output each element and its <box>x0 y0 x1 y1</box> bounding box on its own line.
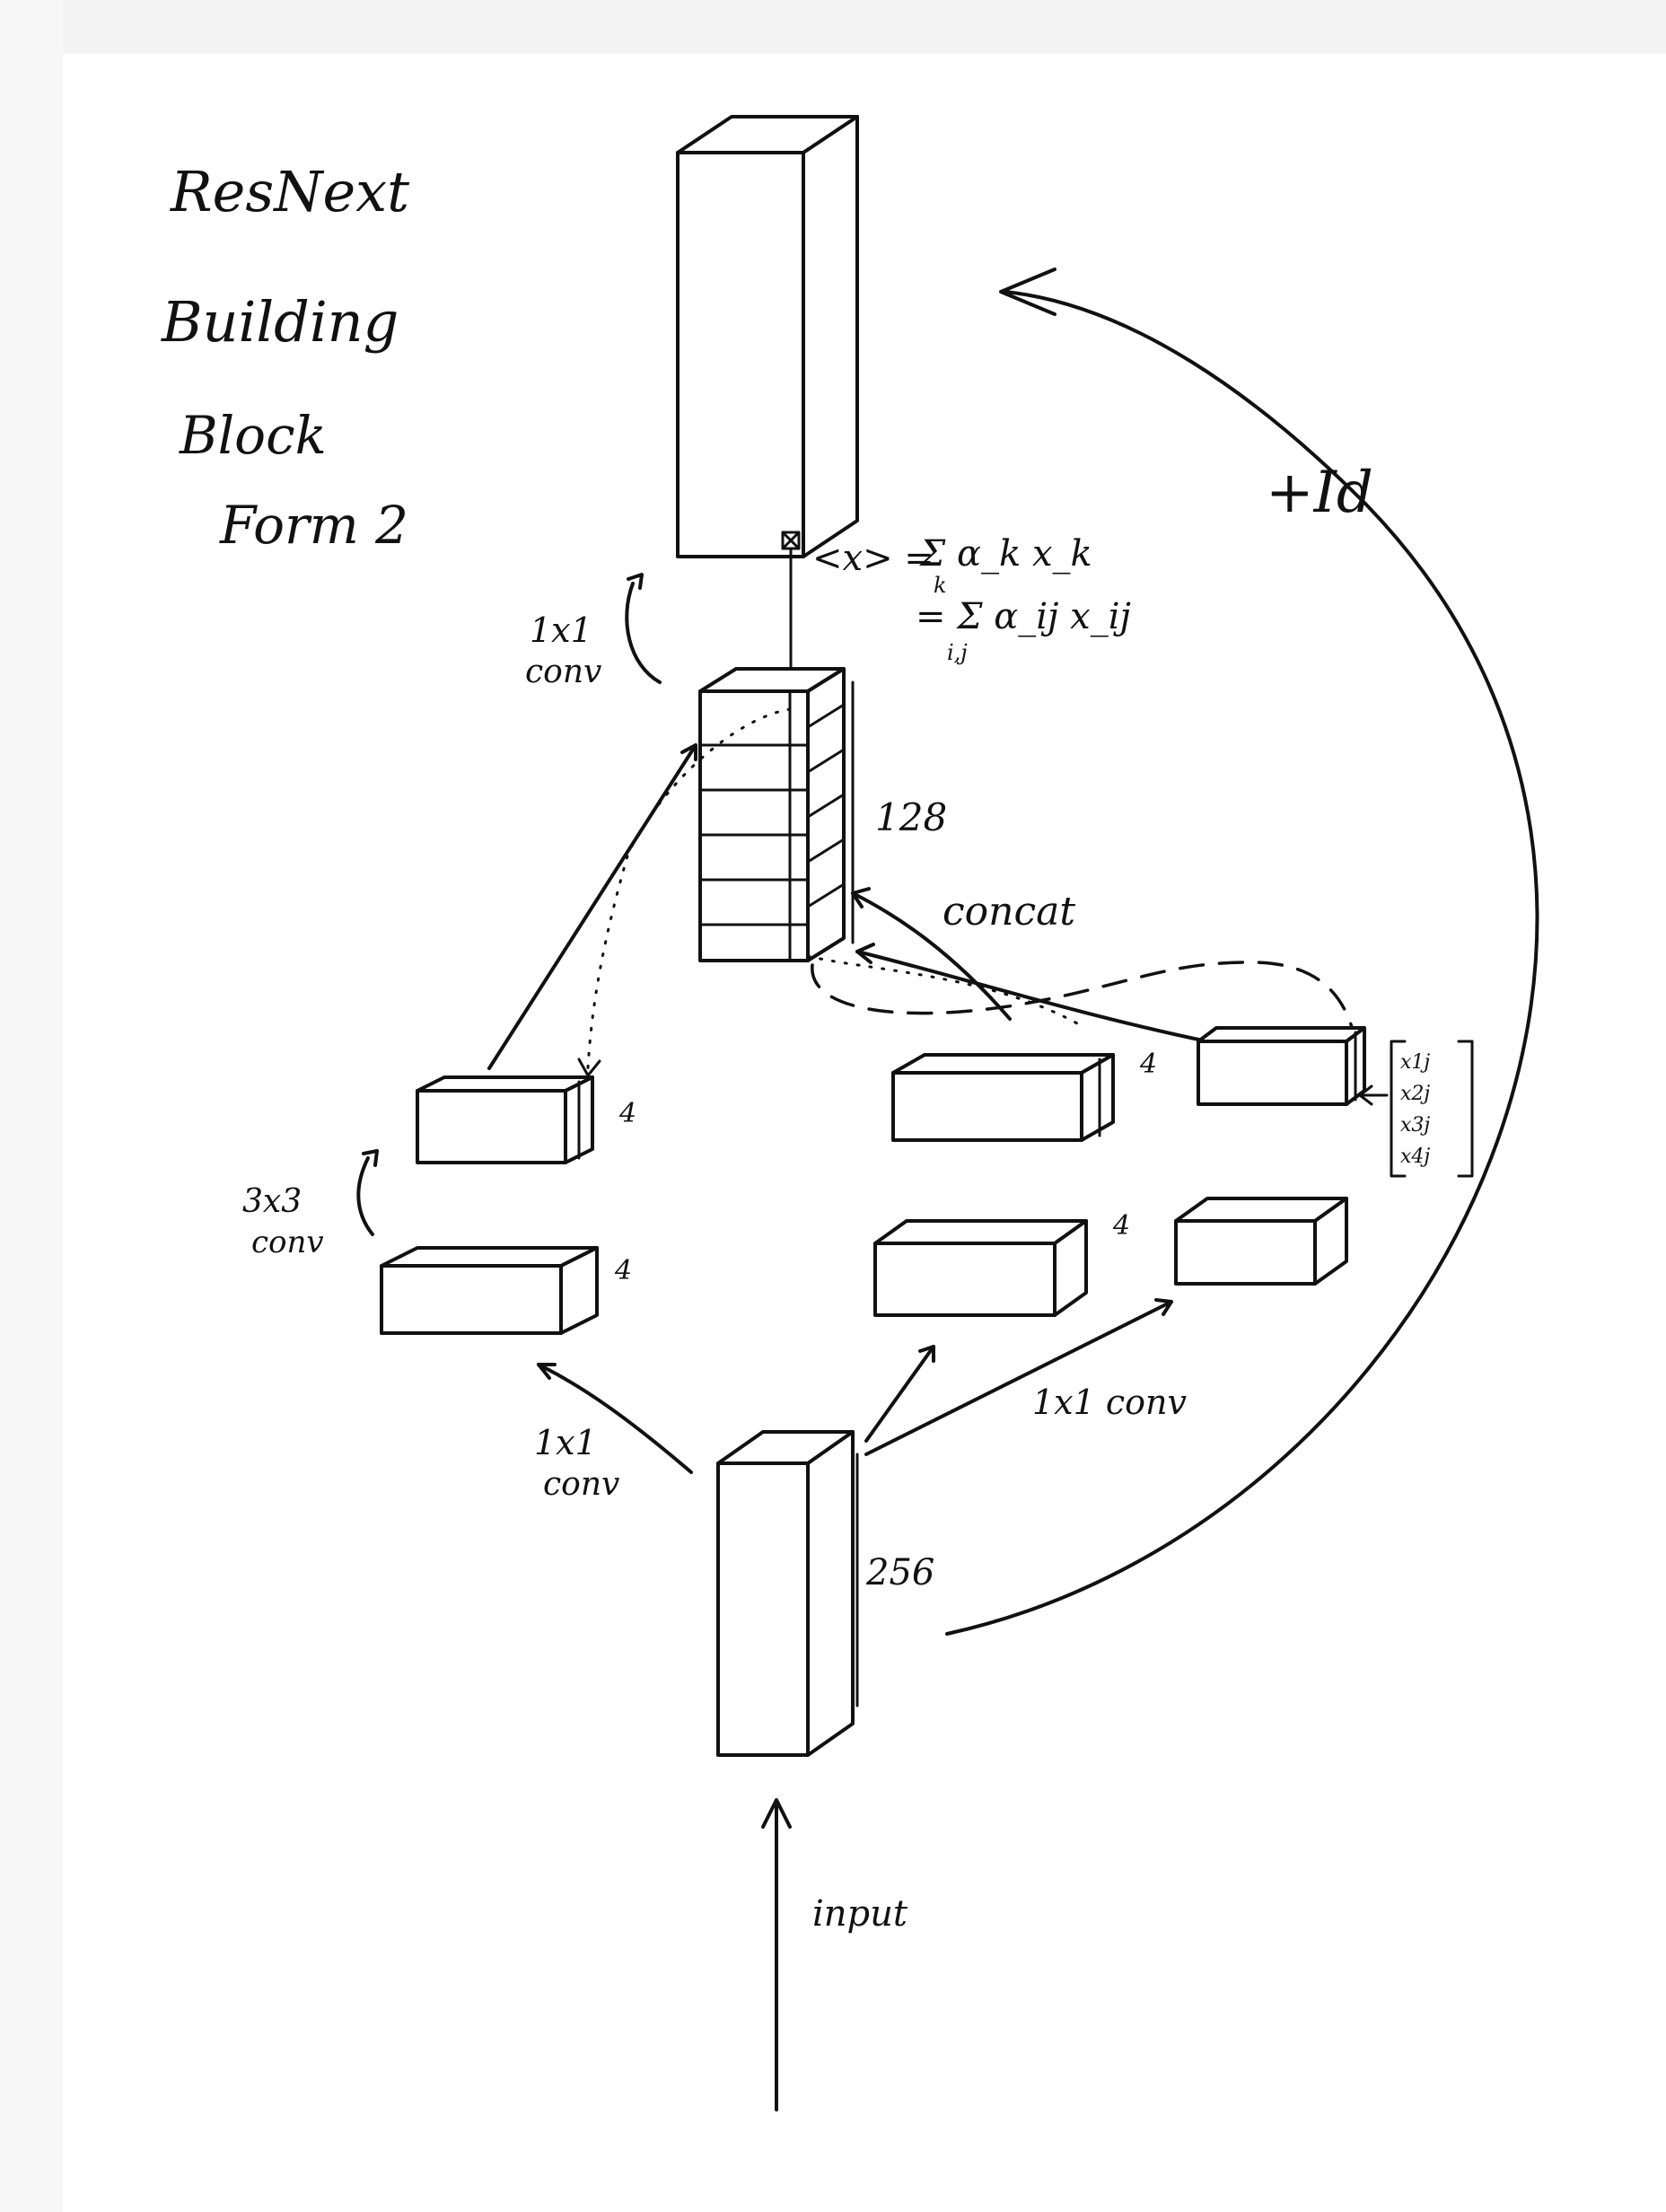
output-block <box>678 117 857 557</box>
group-c-conv3-block <box>1198 1028 1364 1104</box>
concat-label: concat <box>943 889 1075 935</box>
title-line-2: Building <box>161 289 399 355</box>
group-a-conv3-block <box>417 1077 592 1163</box>
concat-block <box>700 669 844 961</box>
group-a-conv1-block <box>381 1248 597 1333</box>
mid-conv-label-1: 3x3 <box>242 1183 302 1220</box>
top-conv-label-2: conv <box>525 654 601 690</box>
title-line-1: ResNext <box>170 159 409 224</box>
mid-conv-label-2: conv <box>251 1224 324 1260</box>
output-block-side <box>803 117 857 557</box>
title-line-3: Block <box>179 405 327 466</box>
vector-entry-2: x2j <box>1400 1083 1430 1105</box>
title-line-4: Form 2 <box>219 495 408 556</box>
identity-label: +Id <box>1266 460 1373 526</box>
mid-conv-arrow <box>358 1158 373 1234</box>
input-width-label: 256 <box>865 1552 934 1593</box>
group-a-conv1-width: 4 <box>614 1255 632 1286</box>
equation-rhs-1: Σ α_k x_k <box>918 533 1092 575</box>
top-conv-label-1: 1x1 <box>530 610 592 650</box>
group-vector: x1j x2j x3j x4j <box>1360 1041 1472 1176</box>
equation-rhs-1-sub: k <box>934 573 947 598</box>
top-conv-arrow <box>627 584 660 682</box>
bottom-right-conv-label: 1x1 conv <box>1032 1382 1187 1422</box>
output-block-front <box>678 153 803 557</box>
concat-block-front <box>700 691 808 961</box>
equation-rhs-2: = Σ α_ij x_ij <box>916 596 1131 637</box>
aggregation-equation: <x> = Σ α_k x_k k = Σ α_ij x_ij i,j <box>812 533 1131 665</box>
input-label: input <box>812 1893 908 1935</box>
input-block-front <box>718 1463 808 1755</box>
equation-rhs-2-sub: i,j <box>947 640 968 665</box>
vector-entry-3: x3j <box>1400 1114 1430 1137</box>
diagram-title: ResNext Building Block Form 2 <box>161 159 409 556</box>
vector-entry-1: x1j <box>1400 1051 1430 1074</box>
group-c-conv1-block <box>1176 1198 1346 1284</box>
group-b-conv3-width: 4 <box>1139 1049 1157 1080</box>
concat-width-label: 128 <box>875 795 947 839</box>
bottom-left-conv-label-2: conv <box>543 1466 619 1503</box>
input-block-side <box>808 1432 853 1755</box>
group-b-conv1-block <box>875 1221 1086 1315</box>
group-a-to-concat-arrow <box>489 745 696 1068</box>
concat-arrow-2 <box>857 952 1207 1041</box>
vector-right-bracket <box>1459 1041 1472 1176</box>
vector-entry-4: x4j <box>1400 1146 1430 1168</box>
bottom-left-conv-label-1: 1x1 <box>534 1423 597 1462</box>
group-b-conv3-block <box>893 1055 1113 1140</box>
group-b-conv1-width: 4 <box>1112 1210 1130 1242</box>
input-block <box>718 1432 853 1755</box>
group-b-dotted-route <box>808 956 1077 1023</box>
group-a-conv3-width: 4 <box>618 1098 636 1129</box>
equation-lhs: <x> = <box>812 538 934 579</box>
